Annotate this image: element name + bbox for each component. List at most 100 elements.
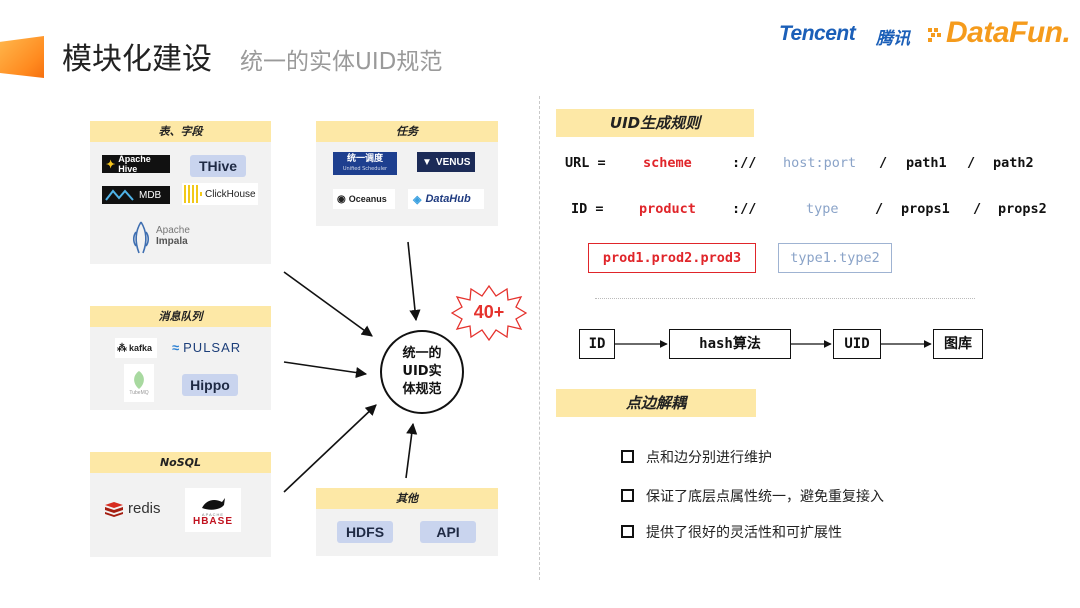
arrows-layer	[283, 241, 421, 493]
group-tasks-title: 任务	[316, 121, 498, 142]
group-tables: 表、字段 ✦ Apache Hive THive MDB ClickHouse …	[90, 121, 271, 264]
hub-line2: UID实	[402, 364, 442, 379]
flow-step-id: ID	[579, 329, 615, 359]
url-host-port: host:port	[783, 155, 857, 171]
impala-label-line1: Apache	[156, 225, 190, 236]
apache-hive-logo: ✦ Apache Hive	[102, 154, 170, 174]
oceanus-icon: ◉	[337, 193, 346, 205]
oceanus-logo: ◉ Oceanus	[333, 189, 395, 209]
venus-logo: ▼ VENUS	[417, 152, 475, 172]
thive-label: THive	[190, 155, 246, 177]
count-badge: 40+	[473, 302, 505, 322]
scheduler-label: 统一调度	[346, 154, 383, 164]
corner-accent	[0, 36, 44, 78]
id-slash-2: /	[973, 201, 982, 217]
flow-step-graphdb: 图库	[933, 329, 983, 359]
page-title: 模块化建设	[62, 42, 212, 77]
arrow-nosql	[283, 404, 377, 493]
tencent-logo: Tencent	[779, 22, 856, 45]
pulsar-icon: ≈	[172, 340, 181, 355]
url-separator: ://	[732, 155, 757, 171]
pulsar-label: PULSAR	[183, 340, 242, 355]
checkbox-square-icon	[621, 489, 634, 502]
group-nosql-title: NoSQL	[90, 452, 271, 473]
id-props2: props2	[998, 201, 1047, 217]
group-tasks: 任务 统一调度 Unified Scheduler ▼ VENUS ◉ Ocea…	[316, 121, 498, 226]
burst-badge-icon	[451, 284, 527, 342]
tubemq-label: TubeMQ	[129, 390, 149, 396]
datafun-logo: DataFun.	[946, 16, 1071, 49]
checkbox-square-icon	[621, 525, 634, 538]
kafka-logo: ⁂ kafka	[115, 338, 157, 358]
hdfs-label: HDFS	[337, 521, 393, 543]
group-nosql: NoSQL redis APACHE HBASE	[90, 452, 271, 557]
datahub-icon: ◈	[413, 193, 422, 206]
group-tables-title: 表、字段	[90, 121, 271, 142]
arrow-other	[405, 422, 418, 479]
kafka-label: kafka	[129, 343, 153, 353]
id-prefix: ID =	[571, 201, 604, 217]
venus-label: VENUS	[435, 156, 471, 168]
redis-label: redis	[128, 500, 161, 517]
uid-hub-circle: 统一的 UID实 体规范	[380, 330, 464, 414]
clickhouse-logo: ClickHouse	[182, 183, 258, 205]
impala-label-line2: Impala	[156, 236, 188, 247]
tubemq-leaf-icon	[134, 371, 144, 389]
api-label: API	[420, 521, 476, 543]
unified-scheduler-logo: 统一调度 Unified Scheduler	[333, 152, 397, 175]
impala-icon	[132, 221, 150, 254]
id-props1: props1	[901, 201, 950, 217]
group-mq-title: 消息队列	[90, 306, 271, 327]
apache-hive-label: Apache Hive	[118, 154, 151, 174]
page-subtitle: 统一的实体UID规范	[240, 49, 443, 75]
url-slash-2: /	[967, 155, 976, 171]
decouple-title: 点边解耦	[556, 389, 756, 417]
group-mq: 消息队列 ⁂ kafka ≈ PULSAR TubeMQ Hippo	[90, 306, 271, 410]
kafka-icon: ⁂	[117, 342, 127, 354]
product-example-tag: prod1.prod2.prod3	[588, 243, 756, 273]
bullet-text-2: 保证了底层点属性统一，避免重复接入	[646, 489, 884, 505]
hbase-apache-label: APACHE	[201, 511, 225, 517]
pulsar-logo: ≈ PULSAR	[172, 340, 241, 355]
datahub-logo: ◈ DataHub	[408, 189, 484, 209]
flow-step-uid: UID	[833, 329, 881, 359]
clickhouse-bars-icon	[184, 185, 202, 203]
mdb-logo: MDB	[102, 186, 170, 204]
clickhouse-label: ClickHouse	[205, 188, 256, 200]
mdb-wave-icon	[105, 189, 134, 201]
flow-step-hash: hash算法	[669, 329, 791, 359]
id-type: type	[806, 201, 839, 217]
type-example-tag: type1.type2	[778, 243, 892, 273]
url-scheme: scheme	[643, 155, 692, 171]
bullet-item-1: 点和边分别进行维护	[621, 447, 921, 467]
url-path2: path2	[993, 155, 1034, 171]
arrow-tables	[283, 271, 373, 337]
url-prefix: URL =	[565, 155, 606, 171]
bullet-item-3: 提供了很好的灵活性和可扩展性	[621, 522, 921, 542]
vertical-divider	[539, 96, 540, 580]
url-path1: path1	[906, 155, 947, 171]
hbase-logo: APACHE HBASE	[185, 488, 241, 532]
id-slash-1: /	[875, 201, 884, 217]
uid-rule-title: UID生成规则	[556, 109, 754, 137]
redis-logo: redis	[104, 500, 161, 517]
flow-arrows	[615, 340, 932, 348]
hub-line3: 体规范	[402, 382, 442, 397]
hippo-label: Hippo	[182, 374, 238, 396]
impala-label: Apache Impala	[156, 225, 190, 247]
bee-icon: ✦	[106, 158, 116, 171]
hub-line1: 统一的	[402, 346, 442, 361]
group-other-title: 其他	[316, 488, 498, 509]
arrow-tasks	[407, 241, 421, 322]
section-separator	[595, 298, 975, 299]
bullet-text-3: 提供了很好的灵活性和可扩展性	[646, 525, 842, 541]
venus-v-icon: ▼	[422, 156, 432, 168]
tubemq-logo: TubeMQ	[124, 364, 154, 402]
hbase-label: HBASE	[192, 515, 233, 527]
bullet-item-2: 保证了底层点属性统一，避免重复接入	[621, 486, 921, 506]
orca-icon	[202, 497, 225, 510]
mdb-label: MDB	[139, 189, 162, 201]
scheduler-sublabel: Unified Scheduler	[342, 166, 388, 172]
url-slash-1: /	[879, 155, 888, 171]
datahub-label: DataHub	[425, 193, 471, 205]
